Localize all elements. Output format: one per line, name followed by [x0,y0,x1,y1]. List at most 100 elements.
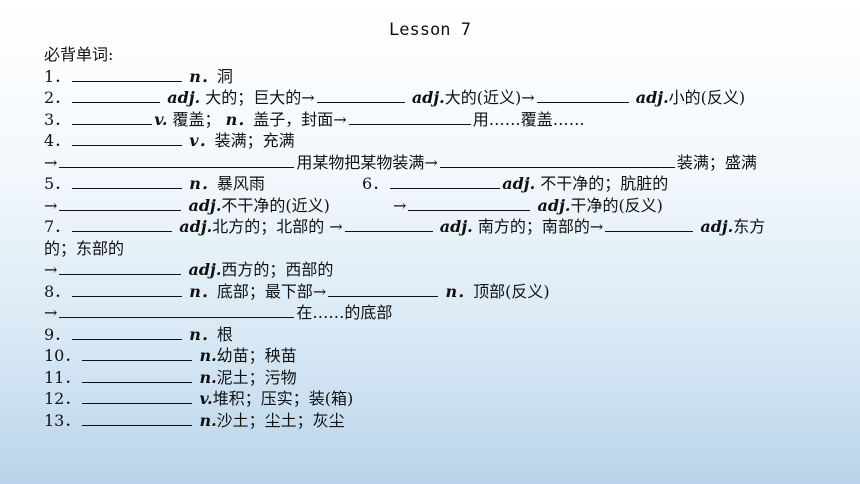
arrow: → [44,152,58,172]
definition: 堆积；压实；装(箱) [212,389,354,408]
part-of-speech: n． [445,281,474,301]
item-7-continued: → adj.西方的；西部的 [44,259,834,281]
definition: 南方的；南部的→ [477,217,604,236]
part-of-speech: adj. [188,195,222,215]
part-of-speech: n． [189,281,217,301]
vocabulary-list: 必背单词: 1． n．洞 2． adj. 大的；巨大的→ adj.大的(近义)→… [44,44,834,431]
answer-blank[interactable] [72,217,173,232]
lesson-title: Lesson 7 [389,20,471,40]
section-heading: 必背单词: [44,45,114,64]
part-of-speech: adj. [502,174,536,193]
item-7: 7． adj.北方的；北部的 → adj. 南方的；南部的→ adj.东方 [44,216,834,238]
item-number: 13． [44,410,81,430]
definition: 洞 [216,66,233,86]
item-number: 5． [44,174,71,193]
answer-blank[interactable] [59,260,182,275]
item-number: 4． [44,131,71,150]
item-number: 3． [44,109,71,129]
item-9: 9． n．根 [44,324,834,346]
definition: 西方的；西部的 [221,260,334,279]
part-of-speech: n. [199,410,217,430]
part-of-speech: adj. [700,217,734,236]
item-11: 11． n.泥土；污物 [44,367,834,389]
definition: 不干净的；肮脏的 [540,174,669,193]
item-8: 8． n．底部；最下部→ n．顶部(反义) [44,281,834,303]
definition: 大的；巨大的→ [205,88,315,107]
part-of-speech: adj. [188,260,222,279]
definition: 大的(近义)→ [444,88,535,107]
answer-blank[interactable] [72,67,183,82]
part-of-speech: adj. [537,195,571,215]
part-of-speech: adj. [439,217,473,236]
definition: 根 [216,324,233,344]
item-6: 6． adj. 不干净的；肮脏的 [362,173,668,195]
item-number: 9． [44,324,71,344]
answer-blank[interactable] [72,131,183,146]
arrow: → [393,195,407,215]
answer-blank[interactable] [72,282,183,297]
part-of-speech: n． [189,324,217,344]
arrow: → [44,303,58,322]
part-of-speech: v. [199,389,213,408]
answer-blank[interactable] [82,368,193,383]
definition: 小的(反义) [668,88,746,107]
definition: 顶部(反义) [473,281,550,301]
definition: 在……的底部 [296,303,393,322]
definition: 用……覆盖…… [472,109,585,129]
definition: 装满；充满 [214,131,295,150]
answer-blank[interactable] [59,153,295,168]
item-4-continued: →用某物把某物装满→装满；盛满 [44,152,834,174]
answer-blank[interactable] [59,303,295,318]
part-of-speech: n. [199,367,217,387]
answer-blank[interactable] [348,110,471,125]
answer-blank[interactable] [344,217,433,232]
part-of-speech: adj. [635,88,669,107]
answer-blank[interactable] [82,389,193,404]
answer-blank[interactable] [408,196,531,211]
definition: 干净的(反义) [570,195,663,215]
answer-blank[interactable] [82,411,193,426]
part-of-speech: adj. [411,88,445,107]
answer-blank[interactable] [72,174,183,189]
definition: 覆盖； [172,109,221,129]
item-4: 4． v．装满；充满 [44,130,834,152]
part-of-speech: adj. [167,88,201,107]
item-6-continued: → adj.干净的(反义) [393,195,663,217]
item-1: 1． n．洞 [44,66,834,88]
item-number: 6． [362,174,389,193]
arrow: → [44,260,58,279]
item-8-continued: → 在……的底部 [44,302,834,324]
answer-blank[interactable] [59,196,182,211]
definition: 东方 [733,217,766,236]
part-of-speech: n． [189,174,217,193]
item-number: 11． [44,367,81,387]
answer-blank[interactable] [439,153,675,168]
item-2: 2． adj. 大的；巨大的→ adj.大的(近义)→ adj.小的(反义) [44,87,834,109]
definition: 北方的；北部的 → [212,217,343,236]
answer-blank[interactable] [72,110,153,125]
answer-blank[interactable] [72,88,161,103]
answer-blank[interactable] [390,174,501,189]
answer-blank[interactable] [328,282,439,297]
item-5-6: 5． n．暴风雨 6．adj. 不干净的；肮脏的 [44,173,834,195]
item-number: 10． [44,346,81,365]
item-number: 2． [44,88,71,107]
answer-blank[interactable] [82,346,193,361]
arrow: → [44,195,58,215]
definition: 不干净的(近义) [221,195,330,215]
part-of-speech: n． [225,109,254,129]
item-7-wrap: 的；东部的 [44,238,834,260]
item-3: 3．v. 覆盖； n．盖子，封面→用……覆盖…… [44,109,834,131]
answer-blank[interactable] [72,325,183,340]
definition: 幼苗；秧苗 [216,346,297,365]
item-number: 12． [44,389,81,408]
part-of-speech: n. [199,346,217,365]
item-number: 8． [44,281,71,301]
definition: 泥土；污物 [216,367,297,387]
part-of-speech: n． [189,66,217,86]
definition: 的；东部的 [44,238,125,258]
part-of-speech: v. [154,109,168,129]
answer-blank[interactable] [605,217,694,232]
answer-blank[interactable] [536,88,629,103]
answer-blank[interactable] [316,88,405,103]
